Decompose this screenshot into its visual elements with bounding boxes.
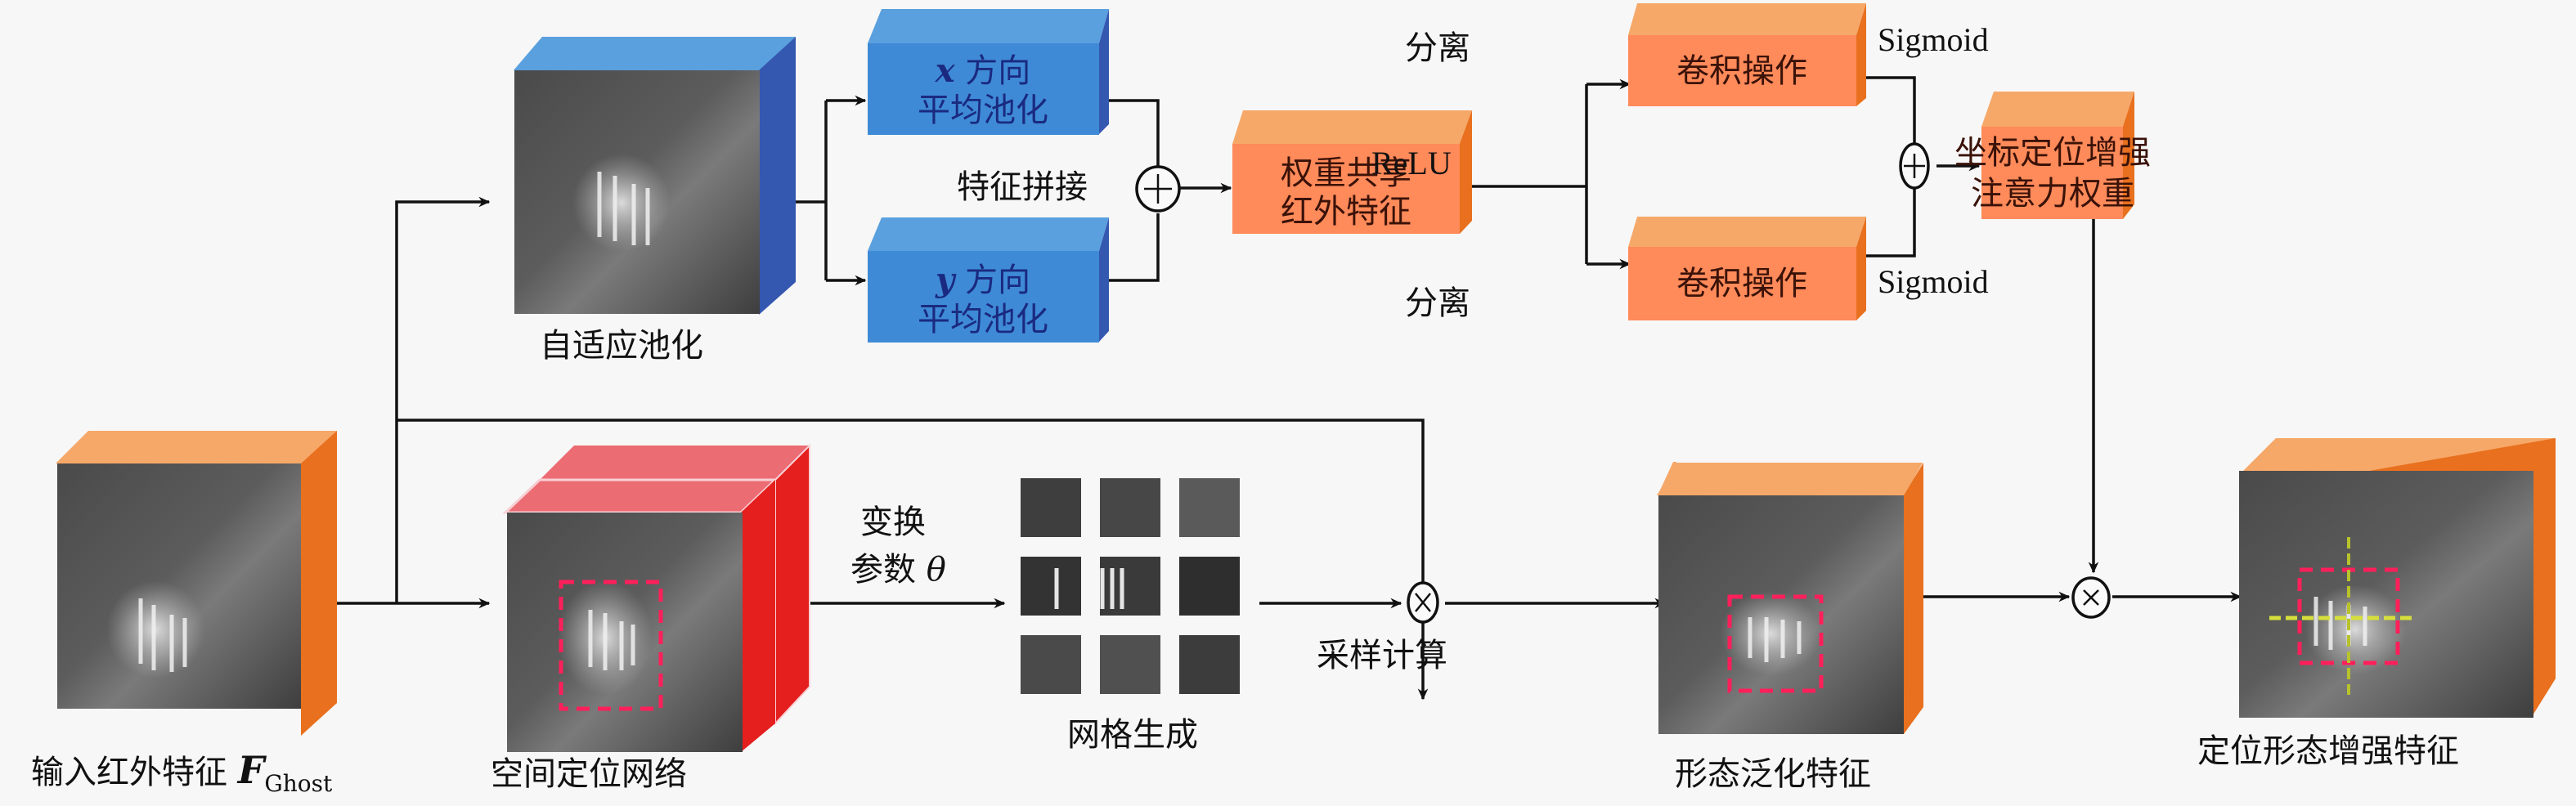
split-top-label: 分离: [1405, 29, 1470, 67]
block-front: [1628, 35, 1856, 106]
block-front: [868, 43, 1099, 135]
block-top: [868, 9, 1109, 43]
block-side: [1460, 110, 1472, 234]
input-feature-label: 输入红外特征 FGhost: [31, 748, 333, 797]
block-top: [1981, 92, 2134, 127]
cube-side-back: [774, 443, 810, 726]
relu-label: ReLU: [1371, 145, 1452, 181]
concat-add-operator: [1135, 165, 1181, 213]
sigmoid-top-label: Sigmoid: [1878, 21, 1989, 58]
cube-side: [759, 37, 796, 315]
block-side: [1856, 217, 1866, 320]
shared-weight-line2: 红外特征: [1281, 193, 1411, 231]
grid-generation-tiles: [1021, 478, 1240, 694]
plus-icon: [1904, 154, 1925, 178]
y-pool-label-line1: y 方向: [935, 261, 1030, 299]
input-feature-cube: [56, 431, 337, 736]
coord-weight-line2: 注意力权重: [1971, 175, 2134, 213]
conv-bottom-label: 卷积操作: [1676, 265, 1807, 302]
cube-side: [1904, 463, 1923, 734]
cube-top: [514, 37, 796, 70]
output-enhanced-feature-cube: [2239, 438, 2556, 718]
roi-dashed-box: [559, 580, 663, 711]
block-side: [1099, 217, 1109, 342]
shared-weight-block: 权重共享 红外特征: [1232, 110, 1472, 234]
transform-label-line1: 变换: [860, 504, 926, 541]
y-pool-label-line2: 平均池化: [918, 301, 1048, 338]
grid-tile: [1021, 478, 1081, 537]
grid-tile: [1100, 478, 1160, 537]
grid-tile: [1021, 635, 1081, 694]
grid-tile: [1100, 635, 1160, 694]
grid-tile: [1179, 557, 1240, 616]
sigmoid-bottom-label: Sigmoid: [1878, 263, 1989, 300]
attention-add-operator: [1899, 142, 1930, 190]
plus-icon: [1144, 174, 1172, 204]
block-front: [1981, 127, 2123, 219]
split-bottom-label: 分离: [1405, 284, 1470, 322]
cube-side-front: [741, 480, 775, 752]
block-top: [1232, 110, 1472, 144]
sampler-multiply-operator: [1407, 581, 1439, 624]
wire-xpool-concat: [1106, 99, 1160, 168]
wire-to-adaptive-pool: [395, 196, 491, 603]
block-top: [1628, 3, 1866, 35]
grid-label: 网格生成: [1067, 716, 1198, 754]
block-top: [1628, 217, 1866, 247]
shared-weight-line1: 权重共享: [1281, 154, 1411, 192]
grid-tile: [1100, 557, 1160, 616]
coord-weight-line1: 坐标定位增强: [1954, 134, 2151, 172]
x-pool-label-line1: x 方向: [935, 51, 1031, 90]
sampler-label: 采样计算: [1317, 637, 1447, 674]
block-top: [868, 217, 1109, 251]
output-label: 定位形态增强特征: [2197, 732, 2459, 770]
wire-conv-top-add: [1866, 76, 1916, 146]
concat-label: 特征拼接: [957, 168, 1088, 206]
morphology-generalized-feature-cube: [1657, 462, 1923, 734]
adaptive-pool-label: 自适应池化: [540, 327, 703, 365]
wire-conv-bottom-add: [1866, 188, 1916, 257]
morph-label: 形态泛化特征: [1675, 755, 1871, 793]
output-multiply-operator: [2071, 576, 2111, 619]
roi-dashed-box: [1727, 594, 1824, 693]
adaptive-pool-cube: [514, 37, 796, 315]
block-front: [1232, 144, 1460, 234]
cube-top-front: [502, 478, 779, 514]
connections: [335, 76, 2242, 701]
times-icon: [1415, 593, 1431, 612]
grid-tile: [1179, 478, 1240, 537]
block-side: [1099, 9, 1109, 134]
x-pool-block: x 方向 平均池化: [868, 9, 1109, 135]
wire-ypool-concat: [1106, 213, 1160, 282]
x-pool-label-line2: 平均池化: [918, 92, 1048, 129]
grid-tile: [1021, 557, 1081, 616]
block-side: [1856, 3, 1866, 106]
coord-attention-weight-block: 坐标定位增强 注意力权重: [1954, 92, 2151, 219]
cube-top: [56, 431, 337, 463]
spatial-localization-network-cube: [502, 443, 810, 752]
conv-top-block: 卷积操作: [1628, 3, 1866, 106]
stn-label: 空间定位网络: [491, 755, 687, 793]
conv-bottom-block: 卷积操作: [1628, 217, 1866, 320]
transform-label-line2: 参数 θ: [850, 551, 946, 589]
block-front: [868, 251, 1099, 343]
block-front: [1628, 247, 1856, 320]
y-pool-block: y 方向 平均池化: [868, 217, 1109, 343]
conv-top-label: 卷积操作: [1676, 52, 1807, 90]
times-icon: [2083, 589, 2099, 606]
cube-side: [301, 431, 337, 736]
cube-top-back: [540, 446, 810, 480]
block-side: [2123, 92, 2134, 219]
grid-tile: [1179, 635, 1240, 694]
